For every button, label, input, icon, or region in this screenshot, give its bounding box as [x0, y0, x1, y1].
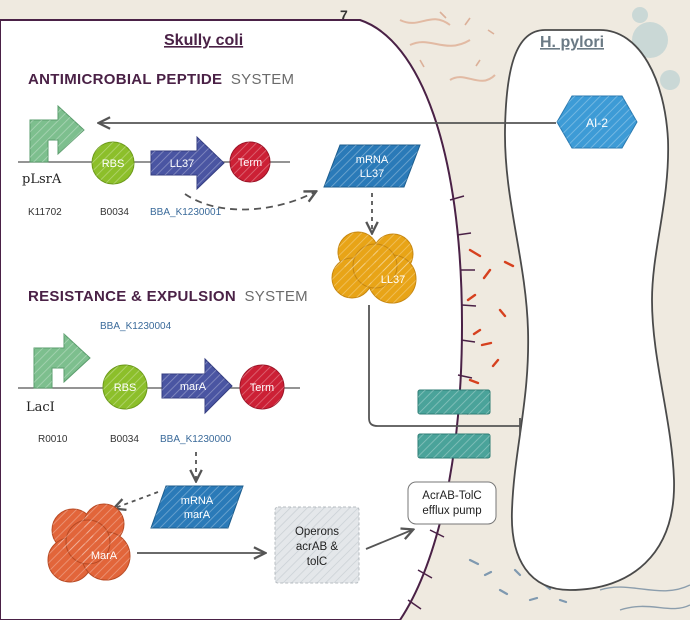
mrna-mara-line1: mRNA [181, 495, 214, 507]
circuit2-top-id: BBA_K1230004 [100, 321, 172, 332]
mrna-ll37-glyph [323, 144, 421, 188]
promoter-laci-glyph [33, 332, 91, 389]
rbs-circuit1-id: B0034 [100, 207, 129, 218]
mrna-ll37-line1: mRNA [356, 154, 389, 166]
gene-ll37-id: BBA_K1230001 [150, 207, 222, 218]
membrane-transporter-top [417, 389, 491, 415]
gene-mara-label: marA [180, 381, 207, 393]
terminator-circuit2-label: Term [250, 382, 274, 394]
gene-ll37-glyph [150, 135, 225, 191]
rbs-circuit2-id: B0034 [110, 434, 139, 445]
operons-box [274, 506, 360, 584]
mrna-mara-glyph [150, 485, 244, 529]
gene-ll37-label: LL37 [170, 158, 194, 170]
protein-mara-label: MarA [91, 550, 118, 562]
gene-mara-glyph [161, 357, 233, 415]
protein-mara-cluster [47, 503, 131, 583]
transcription-arrow-circuit1 [184, 192, 315, 211]
terminator-circuit1-glyph [229, 141, 271, 183]
operons-line1: Operons [295, 526, 339, 538]
ai2-label: AI-2 [586, 116, 608, 130]
protein-ll37-cluster [331, 231, 417, 304]
resistance-system-heading: RESISTANCE & EXPULSION SYSTEM [28, 288, 308, 305]
efflux-pump-box [407, 481, 497, 525]
antimicrobial-heading-light: SYSTEM [231, 71, 294, 88]
mrna-mara-line2: marA [184, 509, 211, 521]
promoter-plsra-label: pLsrA [22, 172, 62, 187]
rbs-circuit1-label: RBS [102, 158, 125, 170]
promoter-plsra-id: K11702 [28, 207, 62, 218]
h-pylori-title: H. pylori [540, 34, 604, 51]
ai2-signal-glyph [556, 95, 638, 149]
h-pylori-membrane [504, 29, 675, 591]
terminator-circuit2-glyph [239, 364, 285, 410]
efflux-pump-line2: efflux pump [422, 505, 481, 517]
terminator-circuit1-label: Term [238, 157, 262, 169]
promoter-laci-label: LacI [26, 400, 55, 415]
membrane-transporter-bottom [417, 433, 491, 459]
mrna-ll37-line2: LL37 [360, 168, 384, 180]
operons-line2: acrAB & [296, 541, 339, 553]
antimicrobial-system-heading: ANTIMICROBIAL PEPTIDE SYSTEM [28, 71, 294, 88]
protein-ll37-label: LL37 [381, 274, 405, 286]
gene-mara-id: BBA_K1230000 [160, 434, 232, 445]
operons-line3: tolC [307, 556, 327, 568]
resistance-heading-light: SYSTEM [244, 288, 307, 305]
resistance-heading-bold: RESISTANCE & EXPULSION [28, 288, 236, 305]
rbs-circuit2-glyph [102, 364, 148, 410]
promoter-plsra-glyph [29, 104, 85, 163]
rbs-circuit1-glyph [91, 141, 135, 185]
svg-text:7: 7 [340, 7, 348, 23]
operons-to-pump-arrow [365, 530, 412, 550]
ll37-inhibition-line [368, 305, 520, 427]
rbs-circuit2-label: RBS [114, 382, 137, 394]
skully-coli-title: Skully coli [164, 32, 243, 49]
promoter-laci-id: R0010 [38, 434, 68, 445]
efflux-pump-line1: AcrAB-TolC [422, 490, 481, 502]
antimicrobial-heading-bold: ANTIMICROBIAL PEPTIDE [28, 71, 222, 88]
